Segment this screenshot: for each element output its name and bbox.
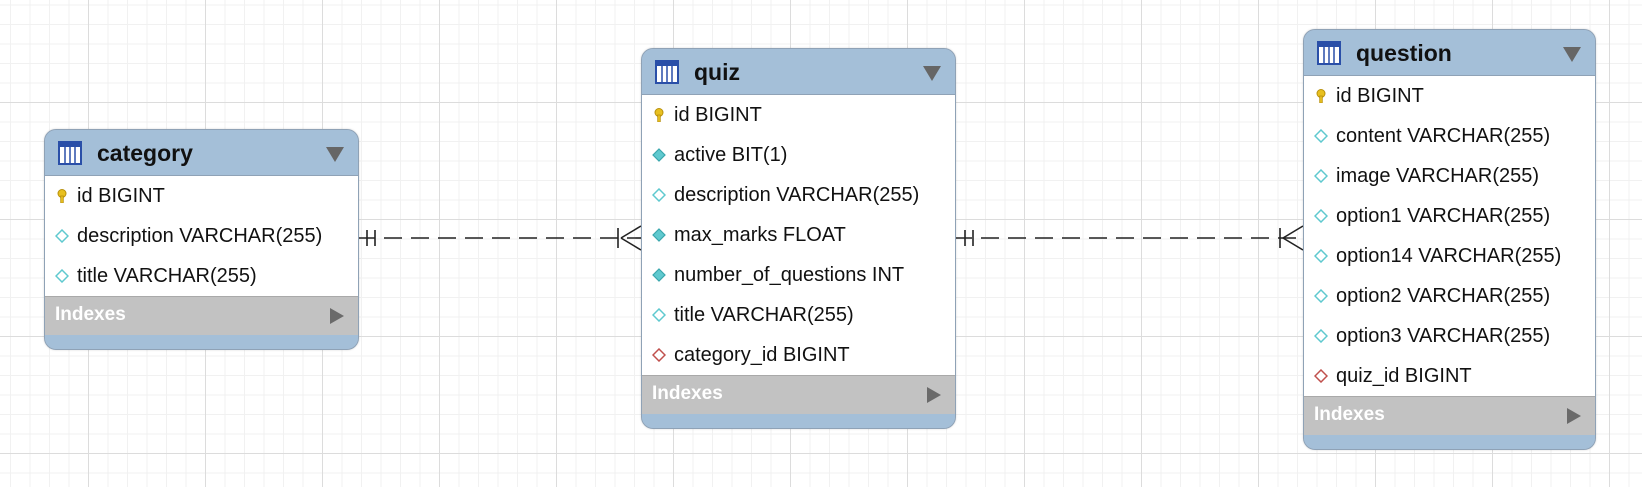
entity-title: question: [1356, 40, 1452, 66]
column-label: option2 VARCHAR(255): [1336, 285, 1551, 307]
triangle-down-icon[interactable]: [923, 66, 941, 81]
diamond-icon: [1314, 209, 1328, 223]
column-label: max_marks FLOAT: [674, 224, 846, 246]
column-row[interactable]: max_marks FLOAT: [642, 215, 955, 255]
table-icon: [655, 60, 679, 84]
column-row[interactable]: title VARCHAR(255): [45, 256, 358, 296]
column-row[interactable]: id BIGINT: [1304, 76, 1595, 116]
entity-header[interactable]: quiz: [642, 49, 955, 95]
key-icon: [1316, 89, 1326, 103]
column-label: category_id BIGINT: [674, 344, 850, 366]
column-row[interactable]: content VARCHAR(255): [1304, 116, 1595, 156]
column-row[interactable]: option14 VARCHAR(255): [1304, 236, 1595, 276]
entity-title: category: [97, 140, 193, 166]
diamond-icon: [652, 308, 666, 322]
column-label: title VARCHAR(255): [77, 265, 257, 287]
diamond-icon: [1314, 289, 1328, 303]
column-label: quiz_id BIGINT: [1336, 365, 1472, 387]
table-icon: [1317, 41, 1341, 65]
diamond-icon: [652, 228, 666, 242]
column-row[interactable]: option3 VARCHAR(255): [1304, 316, 1595, 356]
triangle-right-icon[interactable]: [1567, 408, 1581, 424]
column-label: option3 VARCHAR(255): [1336, 325, 1551, 347]
triangle-down-icon[interactable]: [1563, 47, 1581, 62]
column-row[interactable]: option1 VARCHAR(255): [1304, 196, 1595, 236]
indexes-label: Indexes: [55, 304, 126, 325]
relationship-category-quiz: [357, 225, 642, 251]
diamond-icon: [1314, 169, 1328, 183]
table-icon: [58, 141, 82, 165]
indexes-section[interactable]: Indexes: [45, 296, 358, 335]
column-row[interactable]: description VARCHAR(255): [45, 216, 358, 256]
column-row[interactable]: id BIGINT: [642, 95, 955, 135]
triangle-right-icon[interactable]: [330, 308, 344, 324]
entity-header[interactable]: question: [1304, 30, 1595, 76]
relationship-quiz-question: [954, 225, 1304, 251]
entity-category[interactable]: category id BIGINT description VARCHAR(2…: [44, 129, 359, 350]
diamond-icon: [1314, 249, 1328, 263]
entity-footer: [45, 335, 358, 349]
diamond-icon: [652, 268, 666, 282]
column-row[interactable]: title VARCHAR(255): [642, 295, 955, 335]
column-row[interactable]: active BIT(1): [642, 135, 955, 175]
entity-footer: [642, 414, 955, 428]
crowfoot-lower: [620, 237, 642, 251]
entity-question[interactable]: question id BIGINT content VARCHAR(255) …: [1303, 29, 1596, 450]
column-row[interactable]: number_of_questions INT: [642, 255, 955, 295]
diamond-icon: [652, 348, 666, 362]
column-list: id BIGINT description VARCHAR(255) title…: [45, 176, 358, 296]
column-label: title VARCHAR(255): [674, 304, 854, 326]
column-row[interactable]: id BIGINT: [45, 176, 358, 216]
crowfoot-lower: [1282, 237, 1304, 251]
column-row[interactable]: category_id BIGINT: [642, 335, 955, 375]
column-label: active BIT(1): [674, 144, 788, 166]
triangle-down-icon[interactable]: [326, 147, 344, 162]
column-label: option14 VARCHAR(255): [1336, 245, 1562, 267]
indexes-label: Indexes: [1314, 404, 1385, 425]
column-row[interactable]: option2 VARCHAR(255): [1304, 276, 1595, 316]
column-list: id BIGINT active BIT(1) description VARC…: [642, 95, 955, 375]
triangle-right-icon[interactable]: [927, 387, 941, 403]
key-icon: [654, 108, 664, 122]
diamond-icon: [1314, 369, 1328, 383]
diamond-icon: [652, 188, 666, 202]
column-label: id BIGINT: [1336, 85, 1424, 107]
diamond-icon: [652, 148, 666, 162]
column-label: option1 VARCHAR(255): [1336, 205, 1551, 227]
diamond-icon: [1314, 329, 1328, 343]
indexes-section[interactable]: Indexes: [1304, 396, 1595, 435]
column-label: content VARCHAR(255): [1336, 125, 1551, 147]
indexes-label: Indexes: [652, 383, 723, 404]
column-row[interactable]: description VARCHAR(255): [642, 175, 955, 215]
indexes-section[interactable]: Indexes: [642, 375, 955, 414]
column-label: id BIGINT: [77, 185, 165, 207]
column-row[interactable]: image VARCHAR(255): [1304, 156, 1595, 196]
column-label: description VARCHAR(255): [674, 184, 920, 206]
entity-quiz[interactable]: quiz id BIGINT active BIT(1) description…: [641, 48, 956, 429]
column-label: image VARCHAR(255): [1336, 165, 1540, 187]
entity-footer: [1304, 435, 1595, 449]
column-list: id BIGINT content VARCHAR(255) image VAR…: [1304, 76, 1595, 396]
column-label: number_of_questions INT: [674, 264, 905, 286]
column-label: id BIGINT: [674, 104, 762, 126]
crowfoot-upper: [620, 225, 642, 239]
entity-header[interactable]: category: [45, 130, 358, 176]
diamond-icon: [1314, 129, 1328, 143]
column-label: description VARCHAR(255): [77, 225, 323, 247]
key-icon: [57, 189, 67, 203]
diamond-icon: [55, 269, 69, 283]
entity-title: quiz: [694, 59, 740, 85]
diamond-icon: [55, 229, 69, 243]
crowfoot-upper: [1282, 225, 1304, 239]
column-row[interactable]: quiz_id BIGINT: [1304, 356, 1595, 396]
